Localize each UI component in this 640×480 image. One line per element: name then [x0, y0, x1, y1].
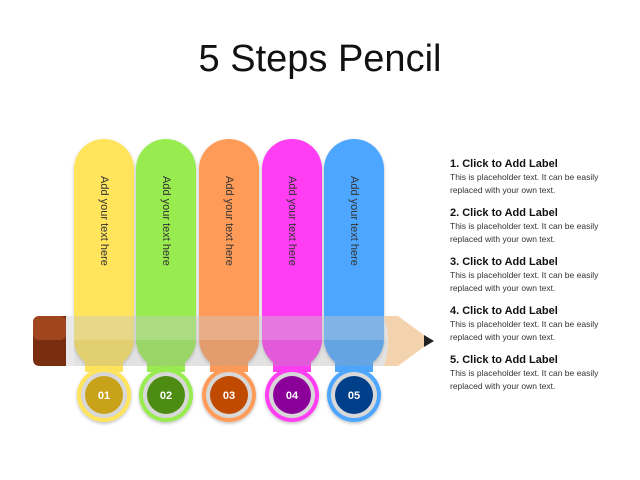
- step-2-bar: [136, 139, 196, 369]
- label-item-4[interactable]: 4. Click to Add Label This is placeholde…: [450, 304, 630, 353]
- pencil-body-stripe: [74, 316, 392, 340]
- step-4-text: Add your text here: [286, 176, 298, 266]
- step-4[interactable]: 04 Add your text here: [262, 139, 322, 422]
- step-3-collar: [210, 359, 248, 372]
- label-text-4-line-1: This is placeholder text. It can be easi…: [450, 319, 599, 329]
- step-1-circle: [85, 376, 123, 414]
- label-text-1-line-1: This is placeholder text. It can be easi…: [450, 172, 599, 182]
- label-text-2-line-2: replaced with your own text.: [450, 233, 556, 244]
- step-3-number: 03: [223, 390, 235, 402]
- step-3-circle: [210, 376, 248, 414]
- step-2-text: Add your text here: [160, 176, 172, 266]
- label-item-1[interactable]: 1. Click to Add Label This is placeholde…: [450, 157, 630, 206]
- step-1-bar: [74, 139, 134, 369]
- step-5-number: 05: [348, 390, 360, 402]
- label-heading-2[interactable]: 2. Click to Add Label: [450, 207, 558, 219]
- label-heading-1[interactable]: 1. Click to Add Label: [450, 158, 558, 170]
- pencil-eraser-top: [33, 316, 66, 340]
- label-item-5[interactable]: 5. Click to Add Label This is placeholde…: [450, 353, 630, 402]
- step-4-collar: [273, 359, 311, 372]
- step-5-bar: [324, 139, 384, 369]
- step-4-bar: [262, 139, 322, 369]
- step-4-circle: [273, 376, 311, 414]
- label-text-4-line-2: replaced with your own text.: [450, 331, 556, 342]
- label-list: 1. Click to Add Label This is placeholde…: [450, 157, 630, 402]
- step-3-bar: [199, 139, 259, 369]
- label-text-3-line-2: replaced with your own text.: [450, 282, 556, 293]
- label-text-5-line-2: replaced with your own text.: [450, 380, 556, 391]
- label-text-3-line-1: This is placeholder text. It can be easi…: [450, 270, 599, 280]
- step-2-number: 02: [160, 390, 172, 402]
- pencil-wood-tip: [384, 316, 432, 366]
- step-3[interactable]: 03 Add your text here: [199, 139, 259, 422]
- step-4-number: 04: [286, 390, 299, 402]
- label-text-5-line-1: This is placeholder text. It can be easi…: [450, 368, 599, 378]
- step-1-number: 01: [98, 390, 110, 402]
- slide-title: 5 Steps Pencil: [198, 38, 442, 80]
- label-heading-4[interactable]: 4. Click to Add Label: [450, 305, 558, 317]
- step-1[interactable]: 01 Add your text here: [74, 139, 134, 422]
- label-text-2-line-1: This is placeholder text. It can be easi…: [450, 221, 599, 231]
- pencil-ferrule: [66, 316, 74, 366]
- pencil: [33, 316, 434, 366]
- label-item-2[interactable]: 2. Click to Add Label This is placeholde…: [450, 206, 630, 255]
- step-3-text: Add your text here: [223, 176, 235, 266]
- pencil-lead-tip: [424, 335, 434, 347]
- label-heading-5[interactable]: 5. Click to Add Label: [450, 354, 558, 366]
- label-text-1-line-2: replaced with your own text.: [450, 184, 556, 195]
- step-1-text: Add your text here: [98, 176, 110, 266]
- label-heading-3[interactable]: 3. Click to Add Label: [450, 256, 558, 268]
- step-2[interactable]: 02 Add your text here: [136, 139, 196, 422]
- step-2-collar: [147, 359, 185, 372]
- step-5-circle: [335, 376, 373, 414]
- step-5[interactable]: 05 Add your text here: [324, 139, 384, 422]
- step-1-collar: [85, 359, 123, 372]
- label-item-3[interactable]: 3. Click to Add Label This is placeholde…: [450, 255, 630, 304]
- step-5-text: Add your text here: [348, 176, 360, 266]
- pencil-body: [74, 316, 392, 366]
- step-5-collar: [335, 359, 373, 372]
- step-2-circle: [147, 376, 185, 414]
